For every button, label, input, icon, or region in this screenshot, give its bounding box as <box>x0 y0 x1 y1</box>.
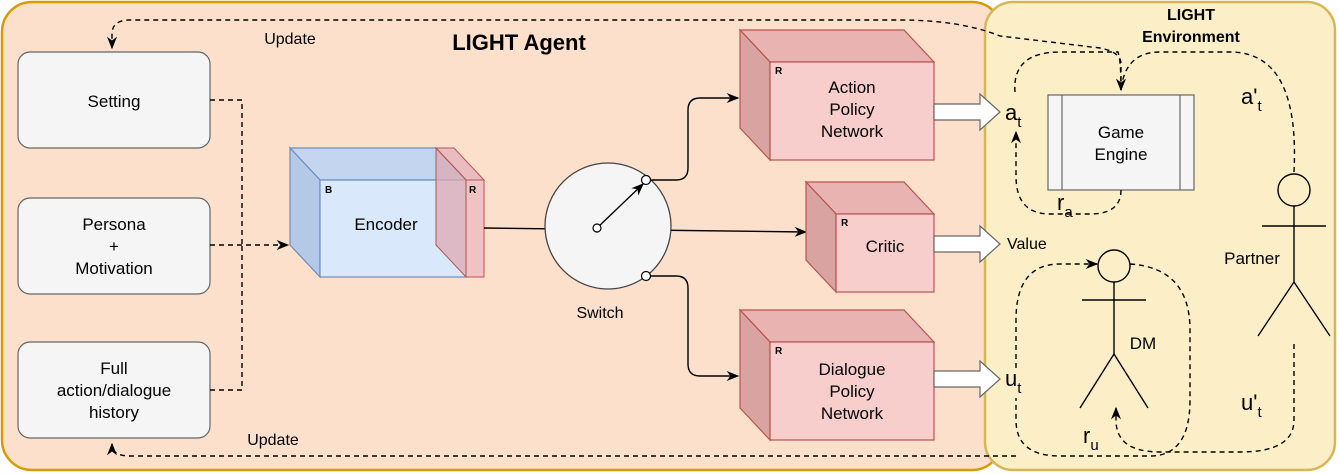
persona-box <box>17 197 211 295</box>
agent-title: LIGHT Agent <box>452 30 586 55</box>
engine-reward-arc <box>1010 130 1122 215</box>
dialogue-network-label-line2: Policy <box>829 382 875 401</box>
action-output-label: at <box>1005 100 1022 131</box>
dm-to-dialogue-arc <box>1015 263 1191 457</box>
partner-to-engine-arc <box>1120 51 1296 173</box>
encoder-tag-r: R <box>469 185 477 196</box>
setting-to-encoder-connector <box>210 99 243 245</box>
dialogue-policy-network-block <box>738 308 936 442</box>
partner-figure <box>1257 173 1331 337</box>
dialogue-network-label-line3: Network <box>821 404 884 423</box>
critic-tag: R <box>841 218 849 229</box>
encoder-label: Encoder <box>354 215 418 234</box>
encoder-block <box>288 146 486 279</box>
action-network-label-line1: Action <box>828 78 875 97</box>
game-engine-box <box>1047 94 1195 191</box>
setting-label: Setting <box>88 92 141 111</box>
dm-figure <box>1079 249 1149 409</box>
switch-lever <box>596 183 644 229</box>
game-engine-label-line2: Engine <box>1095 145 1148 164</box>
environment-title-line1: LIGHT <box>1167 7 1215 24</box>
switch-to-action-route <box>650 92 740 181</box>
action-network-label-line3: Network <box>821 122 884 141</box>
action-to-engine-arc <box>1014 51 1127 93</box>
history-label-line1: Full <box>100 359 127 378</box>
reward-u-label: ru <box>1083 423 1099 454</box>
action-output-arrow <box>933 92 1001 132</box>
dialogue-network-tag: R <box>775 346 783 357</box>
partner-label: Partner <box>1224 249 1280 268</box>
history-to-encoder-connector <box>210 245 243 391</box>
history-label-line2: action/dialogue <box>57 381 171 400</box>
persona-label-line3: Motivation <box>75 259 152 278</box>
encoder-tag-b: B <box>325 185 332 196</box>
action-network-label-line2: Policy <box>829 100 875 119</box>
top-update-label: Update <box>264 31 316 48</box>
persona-label-line2: + <box>109 237 119 256</box>
partner-action-label: a't <box>1241 84 1262 115</box>
action-network-tag: R <box>775 66 783 77</box>
dialogue-to-dm-arc <box>1015 258 1099 368</box>
dialogue-output-arrow <box>933 359 1001 399</box>
game-engine-label-line1: Game <box>1098 123 1144 142</box>
critic-label: Critic <box>866 237 905 256</box>
action-policy-network-block <box>738 28 936 162</box>
value-output-label: Value <box>1007 236 1047 253</box>
top-update-loop <box>106 19 1122 90</box>
history-label-line3: history <box>89 403 140 422</box>
switch-circle <box>544 162 672 290</box>
switch-top-terminal <box>640 174 652 186</box>
switch-bottom-terminal <box>640 270 652 282</box>
dialogue-output-label: ut <box>1005 366 1022 397</box>
dm-label: DM <box>1130 334 1156 353</box>
dialogue-network-label-line1: Dialogue <box>818 360 885 379</box>
switch-to-dialogue-route <box>650 275 740 382</box>
switch-pivot <box>592 223 602 233</box>
reward-a-label: ra <box>1057 190 1073 221</box>
partner-dialogue-arc <box>1110 344 1295 453</box>
partner-utterance-label: u't <box>1241 390 1262 421</box>
switch-label: Switch <box>576 305 623 322</box>
persona-label-line1: Persona <box>82 215 146 234</box>
critic-block <box>804 180 936 294</box>
bottom-update-label: Update <box>247 432 299 449</box>
bottom-update-loop <box>106 442 1016 457</box>
environment-title-line2: Environment <box>1142 29 1240 46</box>
critic-output-arrow <box>933 224 1001 264</box>
